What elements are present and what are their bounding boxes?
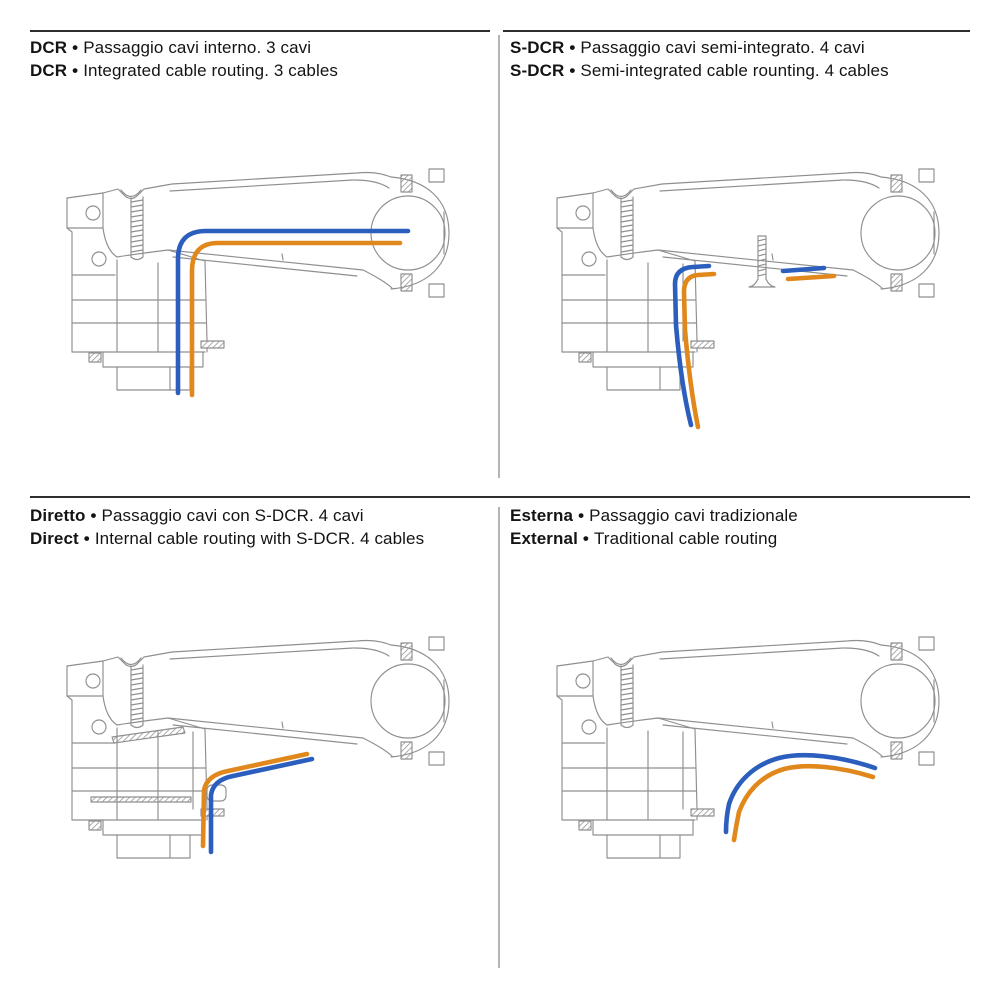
cable-orange <box>731 763 876 843</box>
heading-text: Semi-integrated cable rounting. 4 cables <box>580 60 889 80</box>
stem-drawing-dcr <box>66 168 450 398</box>
bullet-separator: • <box>578 506 585 525</box>
cable-orange <box>681 271 717 430</box>
panel-heading-sdcr: S-DCR•Passaggio cavi semi-integrato. 4 c… <box>510 37 889 82</box>
heading-lead: DCR <box>30 38 68 57</box>
panel-heading-diretto: Diretto•Passaggio cavi con S-DCR. 4 cavi… <box>30 505 424 550</box>
stem-line-art <box>66 636 450 859</box>
heading-line: S-DCR•Semi-integrated cable rounting. 4 … <box>510 60 889 83</box>
bullet-separator: • <box>582 528 589 548</box>
stem-line-art <box>556 636 940 859</box>
heading-lead: DCR <box>30 60 68 80</box>
stem-drawing-diretto <box>66 636 450 859</box>
bullet-separator: • <box>90 506 97 525</box>
cable-blue <box>208 756 315 855</box>
heading-lead: External <box>510 528 578 548</box>
heading-text: Internal cable routing with S-DCR. 4 cab… <box>94 528 425 548</box>
cable-orange <box>200 751 310 849</box>
vertical-divider-bottom <box>498 507 500 968</box>
bullet-separator: • <box>569 60 576 80</box>
cable-orange <box>189 240 403 398</box>
heading-text: Passaggio cavi con S-DCR. 4 cavi <box>101 506 364 525</box>
panel-heading-dcr: DCR•Passaggio cavi interno. 3 cavi DCR•I… <box>30 37 338 82</box>
heading-lead: Diretto <box>30 506 86 525</box>
heading-line: DCR•Passaggio cavi interno. 3 cavi <box>30 37 338 60</box>
heading-text: Traditional cable routing <box>593 528 778 548</box>
heading-line: Diretto•Passaggio cavi con S-DCR. 4 cavi <box>30 505 424 528</box>
bullet-separator: • <box>72 38 79 57</box>
sdcr-port-bolt-icon <box>748 235 776 288</box>
bullet-separator: • <box>569 38 576 57</box>
stem-drawing-sdcr <box>556 168 940 430</box>
top-rule-right <box>503 30 970 32</box>
heading-line: Direct•Internal cable routing with S-DCR… <box>30 528 424 551</box>
heading-line: External•Traditional cable routing <box>510 528 798 551</box>
cable-blue <box>175 228 411 396</box>
heading-lead: S-DCR <box>510 60 565 80</box>
heading-lead: Direct <box>30 528 79 548</box>
heading-lead: Esterna <box>510 506 574 525</box>
stem-drawing-esterna <box>556 636 940 859</box>
cable-blue-stub <box>780 265 827 274</box>
heading-text: Integrated cable routing. 3 cables <box>83 60 338 80</box>
cable-blue <box>672 263 712 428</box>
cable-bundle <box>723 752 878 843</box>
cable-bundle <box>200 751 315 855</box>
heading-line: Esterna•Passaggio cavi tradizionale <box>510 505 798 528</box>
vertical-divider-top <box>498 35 500 478</box>
panel-heading-esterna: Esterna•Passaggio cavi tradizionale Exte… <box>510 505 798 550</box>
cable-blue <box>723 752 878 835</box>
bullet-separator: • <box>72 60 79 80</box>
heading-text: Passaggio cavi tradizionale <box>589 506 798 525</box>
stem-line-art <box>556 168 940 391</box>
headset-spacer-strips <box>90 726 227 803</box>
heading-lead: S-DCR <box>510 38 565 57</box>
middle-rule <box>30 496 970 498</box>
cable-bundle <box>175 228 411 398</box>
heading-line: S-DCR•Passaggio cavi semi-integrato. 4 c… <box>510 37 889 60</box>
bullet-separator: • <box>83 528 90 548</box>
top-rule-left <box>30 30 490 32</box>
stem-line-art <box>66 168 450 391</box>
cable-bundle <box>672 263 837 430</box>
cable-orange-stub <box>785 273 837 282</box>
heading-line: DCR•Integrated cable routing. 3 cables <box>30 60 338 83</box>
heading-text: Passaggio cavi interno. 3 cavi <box>83 38 312 57</box>
heading-text: Passaggio cavi semi-integrato. 4 cavi <box>580 38 865 57</box>
